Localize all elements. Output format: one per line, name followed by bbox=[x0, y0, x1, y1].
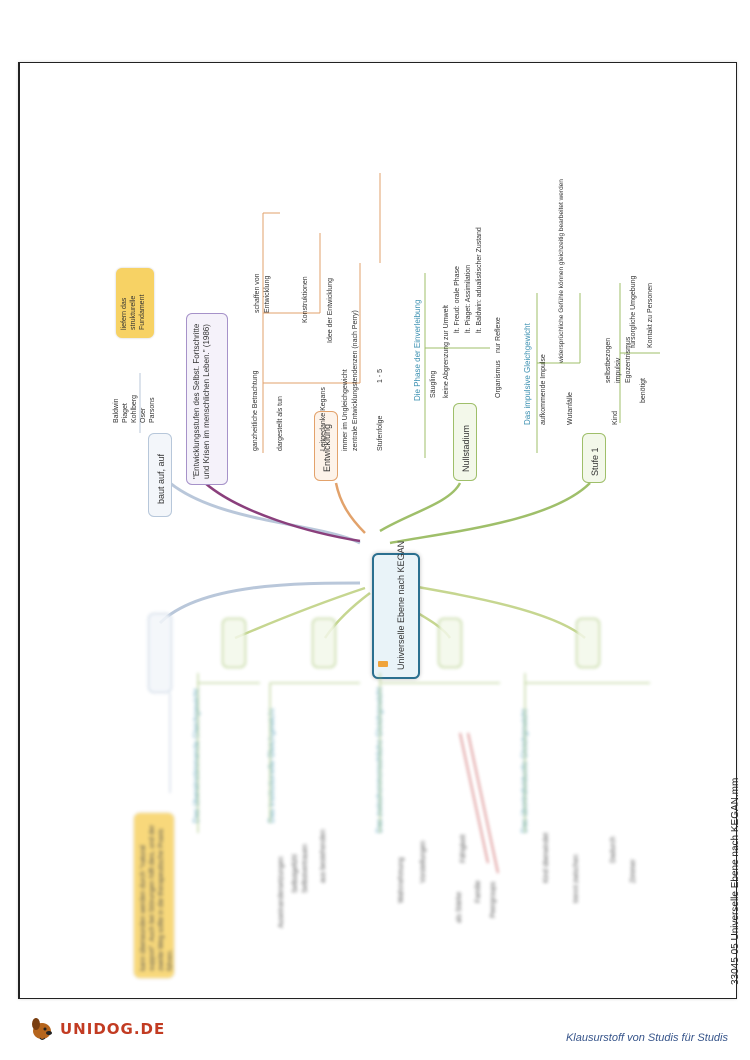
entwicklung-item: Stufenfolge bbox=[377, 415, 384, 451]
central-node[interactable]: Universelle Ebene nach KEGAN bbox=[372, 541, 420, 679]
nullstadium-item: lt. Freud: orale Phase bbox=[454, 266, 461, 333]
logo-text: UNIDOG.DE bbox=[60, 1020, 166, 1038]
node-entwicklung[interactable]: Entwicklung bbox=[314, 411, 338, 481]
node-baut-auf[interactable]: baut auf, auf bbox=[148, 433, 172, 517]
entwicklung-item: Idee der Entwicklung bbox=[327, 278, 334, 343]
connector-lines bbox=[139, 173, 660, 640]
stufe-1-heading: Das impulsive Gleichgewicht bbox=[523, 323, 532, 425]
node-baut-auf-label: baut auf, auf bbox=[156, 453, 166, 504]
nullstadium-item: lt. Baldwin: adualistischer Zustand bbox=[476, 227, 483, 333]
entwicklung-item: immer im Ungleichgewicht bbox=[342, 369, 349, 451]
document-side-label: 33045 05 Universelle Ebene nach KEGAN.mm bbox=[730, 777, 741, 985]
stufe-1-item: Kontakt zu Personen bbox=[647, 283, 654, 348]
node-nullstadium-label: Nullstadium bbox=[461, 424, 471, 472]
stufe-1-item: widersprüchliche Gefühle können gleichze… bbox=[558, 179, 565, 363]
list-item: Parsons bbox=[149, 397, 156, 423]
note-fundament-text: liefern das strukturelle Fundament bbox=[121, 294, 146, 330]
nullstadium-item: lt. Piaget: Assimilation bbox=[465, 264, 472, 333]
stufe-1-item: impulsiv bbox=[615, 357, 622, 383]
entwicklung-item: 1 - 5 bbox=[377, 368, 384, 383]
nullstadium-heading: Die Phase der Einverleibung bbox=[413, 299, 422, 401]
node-stufe-1[interactable]: Stufe 1 bbox=[582, 433, 606, 483]
node-book-label: "Entwicklungsstufen des Selbst. Fortschr… bbox=[192, 323, 211, 479]
entwicklung-item: schaffen von bbox=[254, 273, 261, 313]
nullstadium-item: Organismus bbox=[495, 360, 502, 398]
nullstadium-item: nur Reflexe bbox=[495, 317, 502, 353]
entwicklung-item: Konstruktionen bbox=[302, 276, 309, 323]
mindmap-page: baut auf, auf Baldwin Piaget Kohlberg Os… bbox=[18, 62, 737, 999]
stufe-1-item: aufkommende Impulse bbox=[540, 354, 547, 425]
stufe-1-item: Kind bbox=[612, 410, 619, 425]
entwicklung-item: zentrale Entwicklungstendenzen (nach Per… bbox=[352, 310, 359, 451]
stufe-1-item: benötigt bbox=[640, 378, 647, 403]
lower-connectors bbox=[169, 673, 650, 874]
list-item: Oser bbox=[140, 407, 147, 423]
footer-tagline: Klausurstoff von Studis für Studis bbox=[565, 1032, 728, 1044]
stufe-1-item: selbstbezogen bbox=[605, 337, 612, 383]
central-node-marker bbox=[378, 661, 388, 667]
node-lower-1[interactable] bbox=[148, 613, 172, 693]
node-book[interactable]: "Entwicklungsstufen des Selbst. Fortschr… bbox=[186, 313, 228, 485]
node-stufe-1-label: Stufe 1 bbox=[590, 447, 600, 476]
nullstadium-item: Säugling bbox=[430, 370, 437, 398]
list-item: Piaget bbox=[122, 403, 129, 423]
entwicklung-item: dargestellt als tun bbox=[277, 396, 284, 451]
node-lower-3[interactable] bbox=[312, 618, 336, 668]
node-lower-4[interactable] bbox=[438, 618, 462, 668]
entwicklung-item: ganzheitliche Betrachtung bbox=[252, 370, 259, 451]
dog-logo-icon bbox=[32, 1018, 52, 1040]
stufe-1-item: fürsorgliche Umgebung bbox=[630, 275, 637, 348]
note-natural-support: kann überwunden werden durch "natural su… bbox=[134, 813, 174, 978]
node-lower-2[interactable] bbox=[222, 618, 246, 668]
node-lower-5[interactable] bbox=[576, 618, 600, 668]
entwicklung-item: Entwicklung bbox=[264, 275, 271, 313]
note-fundament: liefern das strukturelle Fundament bbox=[116, 268, 154, 338]
footer-logo[interactable]: UNIDOG.DE bbox=[28, 1016, 165, 1042]
lower-half-blurred: kann überwunden werden durch "natural su… bbox=[20, 533, 736, 998]
list-item: Baldwin bbox=[113, 398, 120, 423]
baut-auf-items: Baldwin Piaget Kohlberg Oser Parsons bbox=[112, 395, 157, 423]
list-item: Kohlberg bbox=[131, 394, 138, 423]
nullstadium-item: keine Abgrenzung zur Umwelt bbox=[443, 305, 450, 398]
node-nullstadium[interactable]: Nullstadium bbox=[453, 403, 477, 481]
stufe-1-item: Wutanfälle bbox=[567, 392, 574, 425]
entwicklung-item: Leitgedanke Kegans bbox=[320, 387, 327, 451]
